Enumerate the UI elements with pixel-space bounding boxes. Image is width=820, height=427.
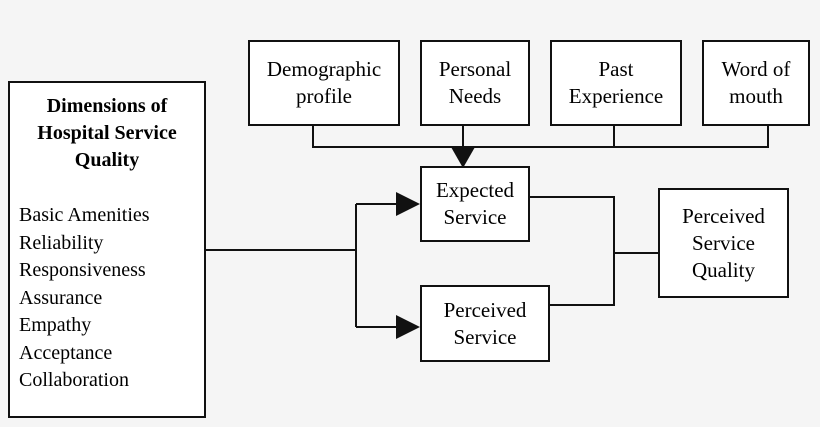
dimensions-title: Dimensions of Hospital Service Quality	[37, 95, 177, 171]
dimensions-list: Basic Amenities Reliability Responsivene…	[19, 202, 150, 395]
perceived-service-box: Perceived Service	[420, 285, 550, 362]
perceived-service-quality-box: Perceived Service Quality	[658, 188, 789, 298]
dimension-item-reliability: Reliability	[19, 231, 104, 254]
dimension-item-basic-amenities: Basic Amenities	[19, 204, 150, 226]
dimension-item-empathy: Empathy	[19, 314, 92, 336]
past-experience-box: Past Experience	[550, 40, 682, 126]
dimensions-box: Dimensions of Hospital Service Quality B…	[8, 81, 206, 418]
dimension-item-acceptance: Acceptance	[19, 341, 113, 364]
word-of-mouth-box: Word of mouth	[702, 40, 810, 126]
personal-needs-label: Personal Needs	[438, 57, 512, 108]
word-of-mouth-label: Word of mouth	[721, 57, 791, 108]
demographic-profile-label: Demographic profile	[266, 57, 382, 108]
past-experience-label: Past Experience	[568, 57, 664, 108]
expected-service-label: Expected Service	[435, 178, 515, 229]
perceived-service-quality-label: Perceived Service Quality	[682, 203, 765, 282]
arrow-right-icon	[396, 192, 420, 216]
arrow-down-icon	[451, 147, 475, 168]
arrow-right-icon	[396, 315, 420, 339]
dimension-item-assurance: Assurance	[19, 286, 103, 309]
dimension-item-collaboration: Collaboration	[19, 369, 129, 391]
demographic-profile-box: Demographic profile	[248, 40, 400, 126]
personal-needs-box: Personal Needs	[420, 40, 530, 126]
expected-service-box: Expected Service	[420, 166, 530, 242]
perceived-service-label: Perceived Service	[443, 297, 527, 349]
dimension-item-responsiveness: Responsiveness	[19, 259, 146, 281]
